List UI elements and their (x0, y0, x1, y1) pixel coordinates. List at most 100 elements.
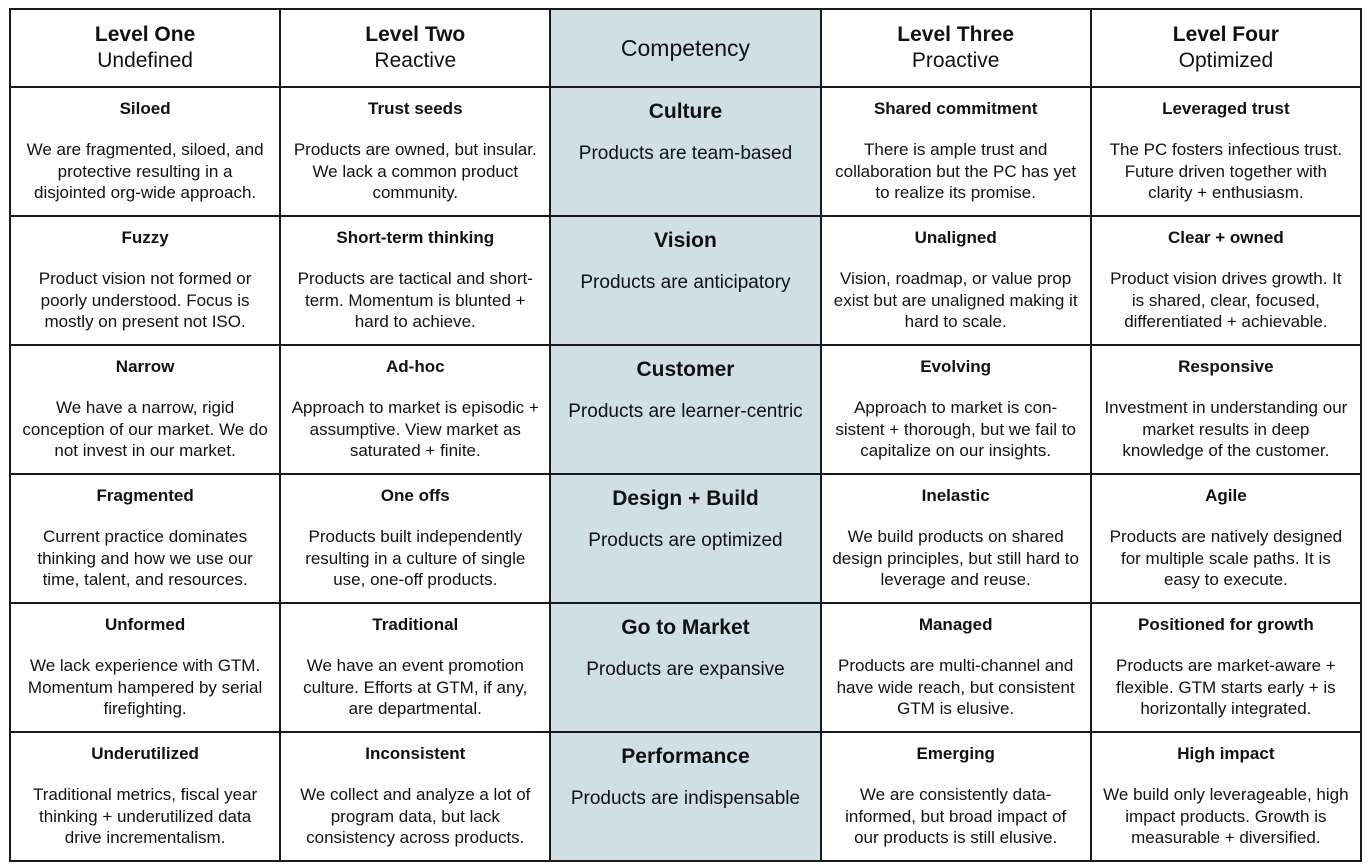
cell-title: Agile (1205, 486, 1247, 505)
cell-description: We are consistently data-informed, but b… (845, 785, 1067, 847)
cell-description: Product vision drives growth. It is shar… (1110, 269, 1342, 331)
cell-level-one: Underutilized Traditional metrics, fisca… (8, 731, 282, 862)
cell-title: Responsive (1178, 357, 1274, 376)
cell-level-one: Fuzzy Product vision not formed or poorl… (8, 215, 282, 346)
cell-level-one: Siloed We are fragmented, siloed, and pr… (8, 86, 282, 217)
competency-title: Go to Market (621, 616, 750, 639)
cell-description: Approach to market is episodic + assumpt… (291, 398, 539, 460)
cell-title: Shared commitment (873, 99, 1038, 118)
row-vision: Fuzzy Product vision not formed or poorl… (8, 215, 1363, 346)
cell-competency: Vision Products are anticipatory (549, 215, 822, 346)
cell-level-four: Agile Products are natively designed for… (1089, 473, 1363, 604)
cell-title: Siloed (119, 99, 171, 118)
cell-description: There is ample trust and collaboration b… (835, 140, 1077, 202)
cell-title: Unformed (104, 615, 186, 634)
competency-title: Design + Build (612, 487, 759, 510)
header-level-three: Level Three Proactive (819, 8, 1092, 88)
cell-title: Inelastic (921, 486, 990, 505)
cell-description: The PC fosters infectious trust. Future … (1109, 140, 1343, 202)
cell-description: We build only leverageable, high impact … (1103, 785, 1349, 847)
header-subtitle: Reactive (374, 49, 457, 72)
cell-level-four: Clear + owned Product vision drives grow… (1089, 215, 1363, 346)
cell-level-four: Responsive Investment in understanding o… (1089, 344, 1363, 475)
cell-description: Products are owned, but insular. We lack… (293, 140, 537, 202)
cell-level-four: High impact We build only leverageable, … (1089, 731, 1363, 862)
competency-description: Products are anticipatory (580, 272, 791, 293)
cell-description: Approach to market is con-sistent + thor… (835, 398, 1076, 460)
row-go-to-market: Unformed We lack experience with GTM. Mo… (8, 602, 1363, 733)
cell-title: Clear + owned (1168, 228, 1284, 247)
cell-level-two: Ad-hoc Approach to market is episodic + … (279, 344, 552, 475)
cell-level-three: Shared commitment There is ample trust a… (819, 86, 1092, 217)
cell-level-three: Evolving Approach to market is con-siste… (819, 344, 1092, 475)
cell-title: Underutilized (91, 744, 199, 763)
cell-level-two: Short-term thinking Products are tactica… (279, 215, 552, 346)
header-row: Level One Undefined Level Two Reactive C… (8, 8, 1363, 88)
cell-description: We have an event promotion culture. Effo… (303, 656, 528, 718)
cell-title: Ad-hoc (386, 357, 445, 376)
header-competency: Competency (549, 8, 822, 88)
cell-level-one: Narrow We have a narrow, rigid conceptio… (8, 344, 282, 475)
cell-title: Trust seeds (368, 99, 463, 118)
cell-title: Managed (918, 615, 993, 634)
cell-level-one: Unformed We lack experience with GTM. Mo… (8, 602, 282, 733)
cell-title: Traditional (372, 615, 459, 634)
cell-description: We lack experience with GTM. Momentum ha… (27, 656, 263, 718)
cell-description: Products are multi-channel and have wide… (836, 656, 1075, 718)
header-title: Level Two (365, 23, 466, 46)
cell-description: Current practice dominates thinking and … (37, 527, 253, 589)
cell-title: Fragmented (96, 486, 194, 505)
cell-competency: Performance Products are indispensable (549, 731, 822, 862)
header-title: Level Three (897, 23, 1015, 46)
cell-description: Products are tactical and short-term. Mo… (297, 269, 533, 331)
cell-level-one: Fragmented Current practice dominates th… (8, 473, 282, 604)
cell-level-three: Managed Products are multi-channel and h… (819, 602, 1092, 733)
competency-title: Customer (636, 358, 735, 381)
cell-title: One offs (380, 486, 450, 505)
row-design-build: Fragmented Current practice dominates th… (8, 473, 1363, 604)
competency-title: Culture (648, 100, 723, 123)
cell-level-two: One offs Products built independently re… (279, 473, 552, 604)
competency-description: Products are learner-centric (568, 401, 803, 422)
cell-competency: Design + Build Products are optimized (549, 473, 822, 604)
cell-title: High impact (1177, 744, 1275, 763)
cell-description: We have a narrow, rigid conception of ou… (22, 398, 268, 460)
competency-description: Products are team-based (578, 143, 793, 164)
competency-description: Products are indispensable (570, 788, 801, 809)
cell-title: Evolving (920, 357, 992, 376)
header-subtitle: Optimized (1178, 49, 1274, 72)
header-subtitle: Undefined (97, 49, 193, 72)
cell-level-four: Leveraged trust The PC fosters infectiou… (1089, 86, 1363, 217)
competency-description: Products are optimized (588, 530, 783, 551)
cell-level-four: Positioned for growth Products are marke… (1089, 602, 1363, 733)
cell-level-two: Traditional We have an event promotion c… (279, 602, 552, 733)
cell-description: Investment in understanding our market r… (1104, 398, 1348, 460)
maturity-matrix: Level One Undefined Level Two Reactive C… (8, 8, 1363, 862)
cell-competency: Customer Products are learner-centric (549, 344, 822, 475)
cell-title: Positioned for growth (1138, 615, 1314, 634)
header-title: Level One (94, 23, 196, 46)
row-performance: Underutilized Traditional metrics, fisca… (8, 731, 1363, 862)
competency-title: Vision (654, 229, 717, 252)
cell-description: We are fragmented, siloed, and protectiv… (26, 140, 264, 202)
cell-competency: Go to Market Products are expansive (549, 602, 822, 733)
row-customer: Narrow We have a narrow, rigid conceptio… (8, 344, 1363, 475)
cell-title: Emerging (916, 744, 995, 763)
cell-description: Traditional metrics, fiscal year thinkin… (32, 785, 258, 847)
cell-description: Vision, roadmap, or value prop exist but… (833, 269, 1078, 331)
cell-competency: Culture Products are team-based (549, 86, 822, 217)
competency-description: Products are expansive (586, 659, 785, 680)
cell-description: We build products on shared design princ… (832, 527, 1079, 589)
cell-title: Narrow (115, 357, 175, 376)
cell-level-three: Inelastic We build products on shared de… (819, 473, 1092, 604)
cell-level-two: Inconsistent We collect and analyze a lo… (279, 731, 552, 862)
cell-level-two: Trust seeds Products are owned, but insu… (279, 86, 552, 217)
cell-description: Products built independently resulting i… (305, 527, 526, 589)
cell-title: Leveraged trust (1162, 99, 1290, 118)
cell-title: Fuzzy (121, 228, 169, 247)
cell-title: Short-term thinking (336, 228, 495, 247)
row-culture: Siloed We are fragmented, siloed, and pr… (8, 86, 1363, 217)
cell-title: Unaligned (914, 228, 997, 247)
cell-description: Product vision not formed or poorly unde… (38, 269, 252, 331)
cell-level-three: Unaligned Vision, roadmap, or value prop… (819, 215, 1092, 346)
